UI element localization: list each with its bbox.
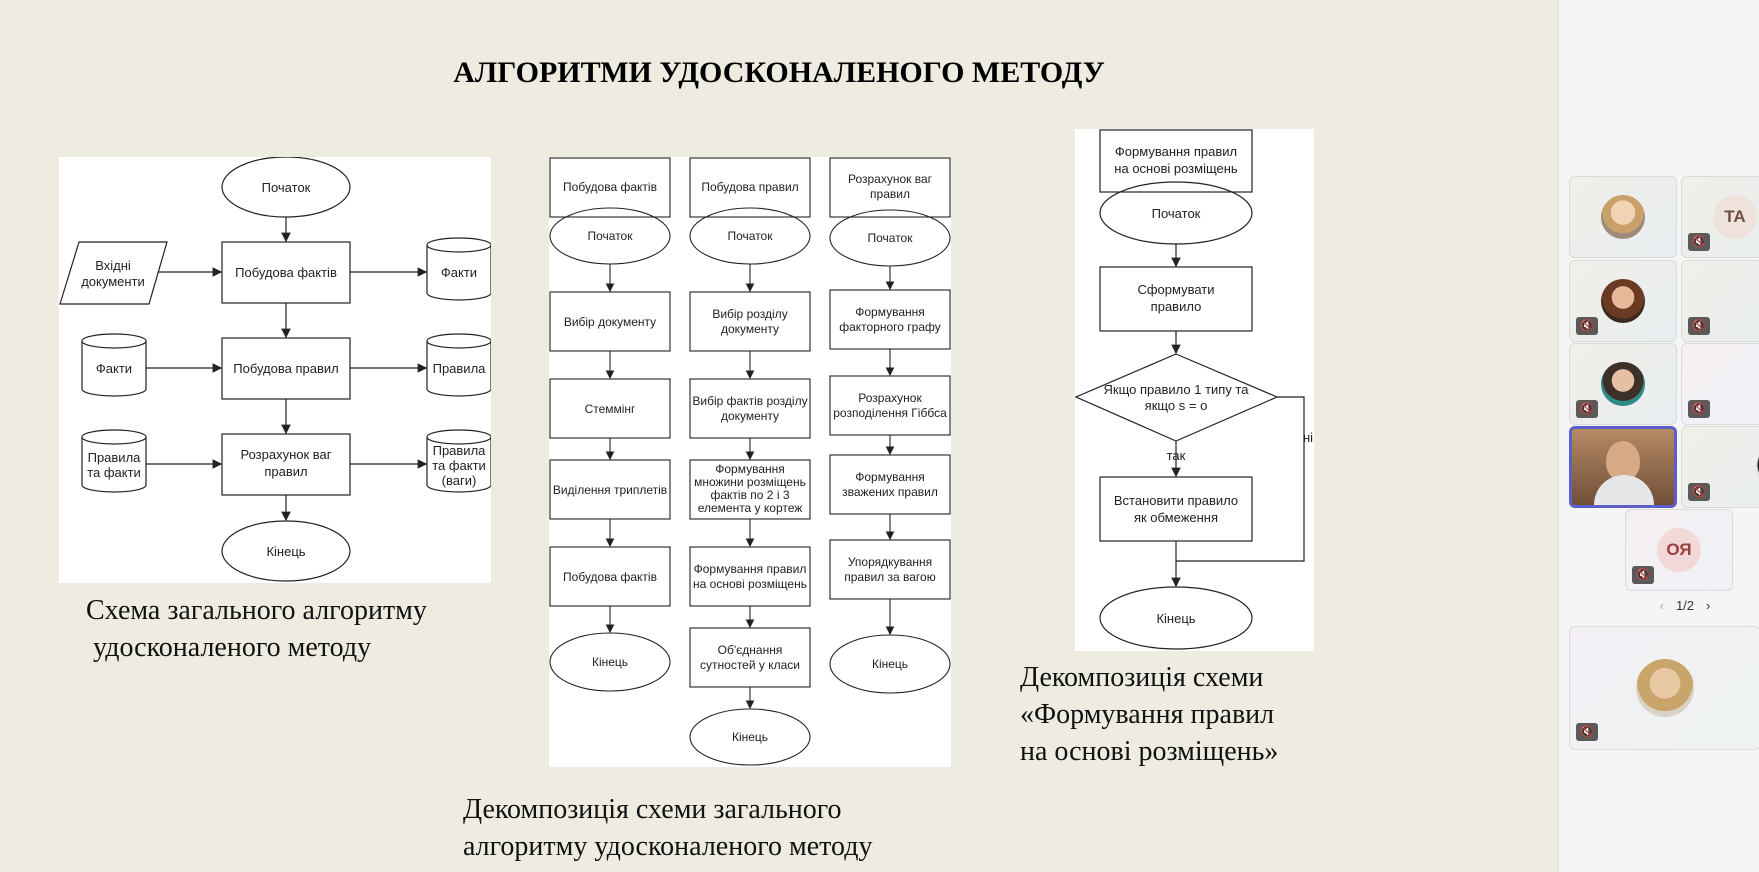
- participant-tile[interactable]: 🔇: [1681, 260, 1759, 342]
- participant-tile[interactable]: 🔇: [1681, 426, 1759, 508]
- svg-text:правило: правило: [1151, 299, 1202, 314]
- svg-text:правил: правил: [870, 187, 910, 201]
- svg-text:(ваги): (ваги): [442, 473, 477, 488]
- participant-tile[interactable]: ОЯ 🔇: [1625, 509, 1733, 591]
- svg-text:сутностей у класи: сутностей у класи: [700, 658, 800, 672]
- condition-node: Якщо правило 1 типу та: [1104, 382, 1250, 397]
- col2-start: Початок: [728, 229, 774, 243]
- col2-step: Об'єднання: [718, 643, 783, 657]
- participant-photo: [1636, 659, 1694, 717]
- svg-text:зважених правил: зважених правил: [842, 485, 938, 499]
- svg-text:та факти: та факти: [432, 458, 486, 473]
- col3-start: Початок: [868, 231, 914, 245]
- svg-text:документу: документу: [721, 409, 779, 423]
- rules-store-out: Правила: [433, 361, 487, 376]
- col1-end: Кінець: [592, 655, 628, 669]
- chevron-right-icon[interactable]: ›: [1706, 598, 1711, 613]
- col1-step: Побудова фактів: [563, 570, 657, 584]
- participant-photo: [1601, 362, 1645, 406]
- svg-text:якщо s = o: якщо s = o: [1145, 398, 1208, 413]
- facts-store-out: Факти: [441, 265, 477, 280]
- participant-photo: [1756, 445, 1759, 489]
- mic-off-icon: 🔇: [1688, 317, 1710, 335]
- no-label: ні: [1303, 430, 1313, 445]
- col3-step: Упорядкування: [848, 555, 932, 569]
- participants-pager: ‹ 1/2 ›: [1645, 598, 1725, 613]
- rules-end: Кінець: [1156, 611, 1195, 626]
- col1-step: Стеммінг: [585, 402, 636, 416]
- participant-tile-large[interactable]: 🔇: [1569, 626, 1759, 750]
- build-rules-node: Побудова правил: [233, 361, 338, 376]
- svg-text:на основі розміщень: на основі розміщень: [1114, 161, 1238, 176]
- input-docs-node: Вхідні: [95, 258, 131, 273]
- build-facts-node: Побудова фактів: [235, 265, 337, 280]
- rules-formation-diagram: Формування правил на основі розміщень По…: [1075, 129, 1314, 651]
- participant-tile[interactable]: 🔇: [1569, 343, 1677, 425]
- col2-step: Вибір розділу: [712, 307, 787, 321]
- rules-start: Початок: [1152, 206, 1201, 221]
- col2-step: Формування: [715, 462, 785, 476]
- svg-text:документи: документи: [81, 274, 145, 289]
- col1-start: Початок: [588, 229, 634, 243]
- caption-decomposition: Декомпозиція схеми загального алгоритму …: [463, 794, 873, 862]
- svg-text:правил: правил: [264, 464, 307, 479]
- decomposition-diagram: Побудова фактів Початок Вибір документу …: [549, 157, 951, 767]
- rules-facts-store-in: Правила: [88, 450, 142, 465]
- col1-header: Побудова фактів: [563, 180, 657, 194]
- svg-text:розподілення Гіббса: розподілення Гіббса: [833, 406, 947, 420]
- mic-off-icon: 🔇: [1576, 317, 1598, 335]
- participant-tile[interactable]: [1569, 176, 1677, 258]
- svg-text:правил за вагою: правил за вагою: [844, 570, 935, 584]
- page-indicator: 1/2: [1675, 598, 1695, 613]
- mic-off-icon: 🔇: [1576, 400, 1598, 418]
- mic-off-icon: 🔇: [1688, 483, 1710, 501]
- col2-header: Побудова правил: [701, 180, 798, 194]
- form-rule-node: Сформувати: [1137, 282, 1214, 297]
- start-node: Початок: [262, 180, 311, 195]
- participant-tile[interactable]: 🔇: [1569, 260, 1677, 342]
- svg-text:та факти: та факти: [87, 465, 141, 480]
- set-constraint-node: Встановити правило: [1114, 493, 1238, 508]
- calc-weights-node: Розрахунок ваг: [240, 447, 331, 462]
- svg-text:елемента у кортеж: елемента у кортеж: [698, 501, 803, 515]
- col1-step: Вибір документу: [564, 315, 656, 329]
- chevron-left-icon[interactable]: ‹: [1659, 598, 1664, 613]
- participant-tile[interactable]: 🔇: [1681, 343, 1759, 425]
- participant-video-active-speaker[interactable]: [1569, 426, 1677, 508]
- caption-rules-formation: Декомпозиція схеми «Формування правил на…: [1020, 662, 1279, 767]
- mic-off-icon: 🔇: [1576, 723, 1598, 741]
- rules-facts-weights-store: Правила: [433, 443, 487, 458]
- participant-initials: ОЯ: [1657, 528, 1701, 572]
- col2-end: Кінець: [732, 730, 768, 744]
- col2-step: Вибір фактів розділу: [692, 394, 807, 408]
- col2-step: Формування правил: [694, 562, 807, 576]
- col3-step: Формування: [855, 470, 925, 484]
- col3-step: Розрахунок: [858, 391, 922, 405]
- svg-text:на основі розміщень: на основі розміщень: [693, 577, 807, 591]
- col3-header: Розрахунок ваг: [848, 172, 933, 186]
- col1-step: Виділення триплетів: [553, 483, 667, 497]
- general-algorithm-diagram: Початок Побудова фактів Побудова правил …: [59, 157, 491, 583]
- svg-text:як обмеження: як обмеження: [1134, 510, 1218, 525]
- rules-header: Формування правил: [1115, 144, 1237, 159]
- mic-off-icon: 🔇: [1688, 400, 1710, 418]
- presentation-slide: АЛГОРИТМИ УДОСКОНАЛЕНОГО МЕТОДУ: [59, 56, 1314, 862]
- slide-title: АЛГОРИТМИ УДОСКОНАЛЕНОГО МЕТОДУ: [453, 56, 1105, 89]
- yes-label: так: [1167, 448, 1186, 463]
- facts-store-in: Факти: [96, 361, 132, 376]
- participant-initials: TA: [1713, 195, 1757, 239]
- participant-tile[interactable]: TA 🔇: [1681, 176, 1759, 258]
- col3-end: Кінець: [872, 657, 908, 671]
- svg-text:фактів по 2 і 3: фактів по 2 і 3: [711, 488, 790, 502]
- participant-photo: [1601, 195, 1645, 239]
- svg-text:множини розміщень: множини розміщень: [694, 475, 806, 489]
- mic-off-icon: 🔇: [1632, 566, 1654, 584]
- svg-text:документу: документу: [721, 322, 779, 336]
- mic-off-icon: 🔇: [1688, 233, 1710, 251]
- end-node: Кінець: [266, 544, 305, 559]
- svg-text:факторного графу: факторного графу: [839, 320, 941, 334]
- participant-photo: [1601, 279, 1645, 323]
- col3-step: Формування: [855, 305, 925, 319]
- caption-general-algorithm: Схема загального алгоритму удосконаленог…: [86, 595, 427, 663]
